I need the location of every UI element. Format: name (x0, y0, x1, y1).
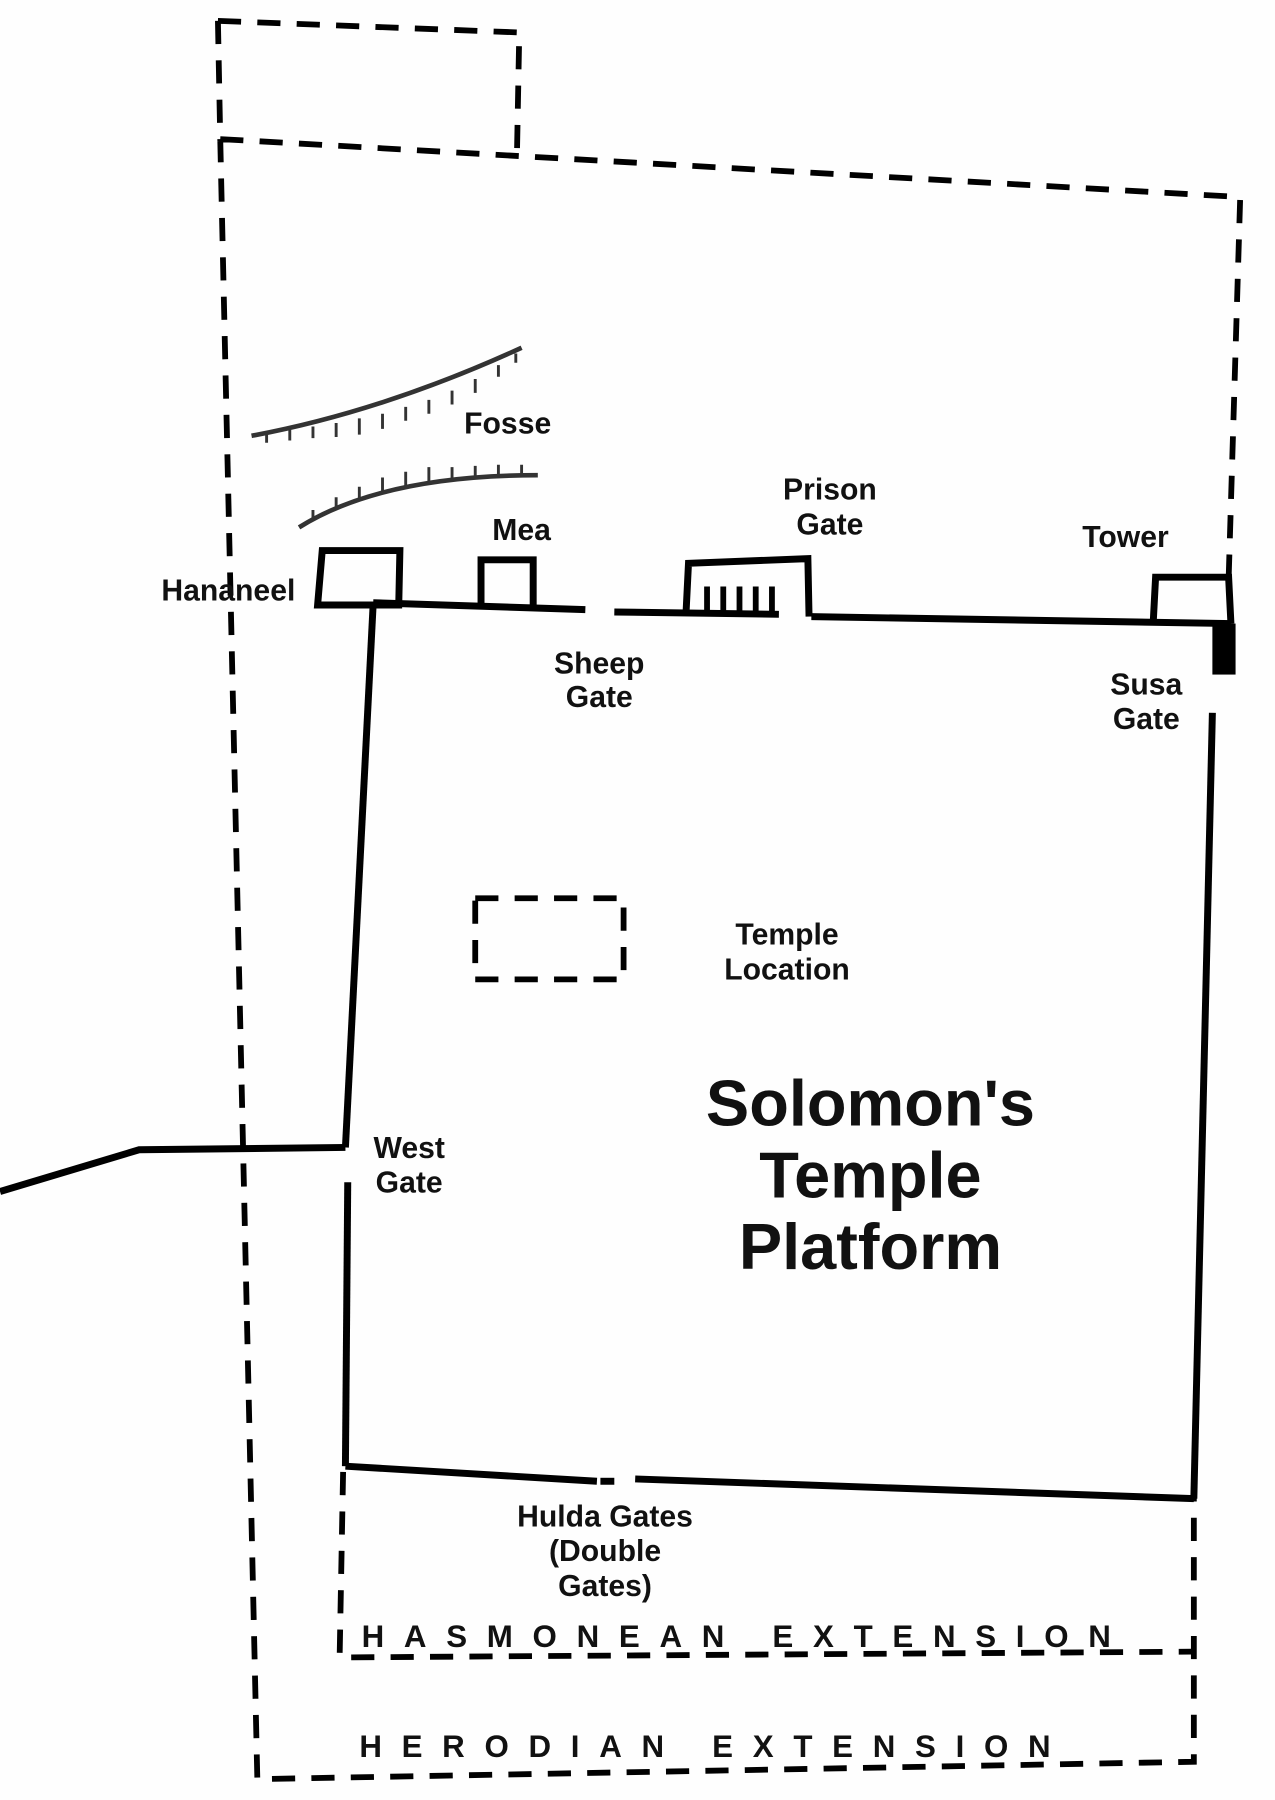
temple-location-outline (472, 895, 627, 983)
tower-label: Tower (1082, 521, 1169, 554)
hulda-gates-label-3: Gates) (558, 1570, 652, 1603)
prison-gate-label-2: Gate (796, 508, 863, 541)
west-wall-north (341, 602, 377, 1148)
title-line-2: Temple (759, 1138, 981, 1211)
sheep-gate-label-1: Sheep (554, 647, 644, 680)
hulda-gates-label-1: Hulda Gates (517, 1500, 693, 1533)
south-wall-west (345, 1462, 598, 1485)
mea-tower (477, 556, 537, 608)
north-wall-mid (614, 608, 779, 618)
hasmonean-extension-label: HASMONEAN EXTENSION (362, 1619, 1131, 1654)
herodian-extension-label: HERODIAN EXTENSION (359, 1729, 1070, 1764)
hulda-gates-label-2: (Double (549, 1535, 661, 1568)
east-wall (1190, 712, 1216, 1499)
west-approach-wall (0, 1143, 346, 1195)
hananeel-tower (313, 547, 404, 609)
susa-gate-label-1: Susa (1110, 668, 1182, 701)
temple-location-label-1: Temple (735, 919, 838, 952)
west-gate-label-2: Gate (376, 1167, 443, 1200)
hananeel-label: Hananeel (161, 574, 295, 607)
susa-gate-pier (1212, 623, 1236, 675)
prison-gate-label-1: Prison (783, 474, 877, 507)
temple-location-label-2: Location (724, 953, 850, 986)
tower-structure (1149, 573, 1235, 624)
fosse-icon (251, 345, 538, 530)
fosse-label: Fosse (464, 407, 551, 440)
west-gate-label-1: West (373, 1132, 444, 1165)
north-wall-west (373, 599, 586, 614)
title-line-3: Platform (739, 1210, 1002, 1283)
susa-gate-label-2: Gate (1113, 703, 1180, 736)
title-line-1: Solomon's (706, 1066, 1035, 1139)
mea-label: Mea (492, 514, 551, 547)
herodian-boundary (215, 17, 1244, 1783)
north-wall-east (811, 613, 1231, 628)
sheep-gate-label-2: Gate (566, 681, 633, 714)
south-wall-east (635, 1475, 1194, 1503)
hasmonean-boundary (336, 1471, 1194, 1661)
west-wall-south (341, 1182, 352, 1467)
prison-gate-structure (682, 555, 813, 617)
prison-gate-bars (704, 586, 775, 612)
